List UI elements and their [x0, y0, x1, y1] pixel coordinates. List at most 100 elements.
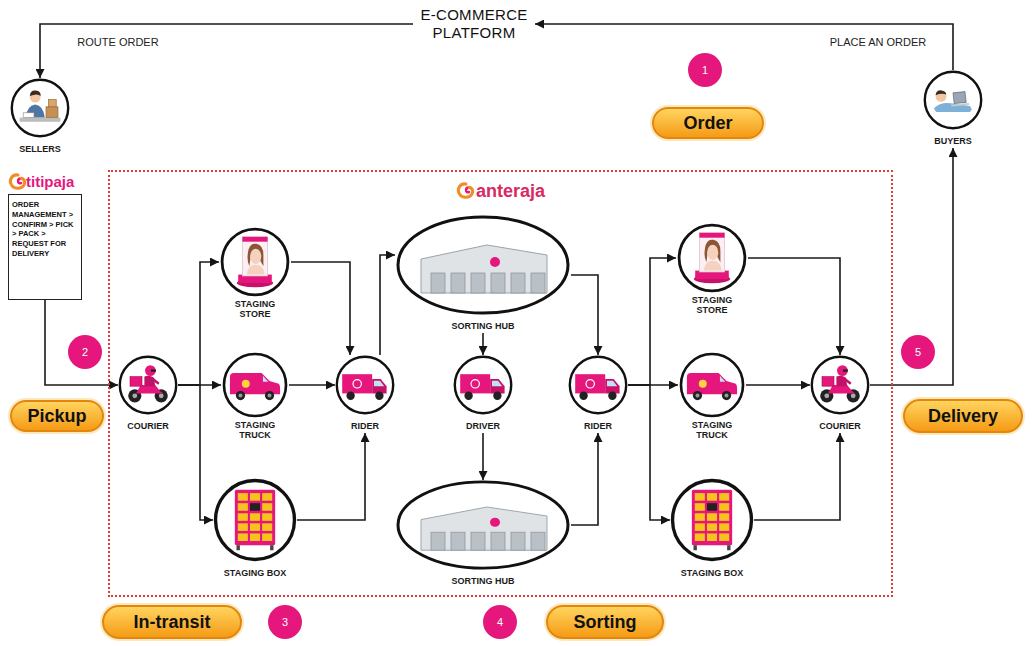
drawing-part [346, 392, 354, 400]
drawing-part [727, 545, 730, 550]
drawing-part [262, 493, 272, 501]
locker-picture [670, 478, 754, 562]
drawing-part [222, 229, 288, 295]
drawing-part [250, 533, 260, 541]
drawing-part [511, 273, 525, 293]
drawing-part [845, 379, 851, 384]
van-picture [222, 352, 288, 418]
drawing-part [120, 357, 176, 413]
drawing-part [12, 80, 68, 136]
drawing-part [837, 365, 848, 376]
drawing-part [812, 357, 868, 413]
drawing-part [695, 513, 705, 521]
hub-picture [395, 480, 571, 570]
drawing-part [145, 365, 156, 376]
drawing-part [337, 357, 393, 413]
drawing-part [491, 532, 505, 550]
drawing-part [707, 503, 717, 511]
store-picture [220, 227, 290, 297]
drawing-part [262, 513, 272, 521]
flow-arrow [535, 24, 953, 70]
drawing-part [153, 379, 159, 384]
node-label: BUYERS [934, 136, 972, 146]
step-label: Delivery [928, 406, 998, 426]
drawing-part [242, 380, 250, 388]
drawing-part [696, 394, 700, 398]
flow-arrow [571, 433, 598, 525]
drawing-part [238, 533, 248, 541]
node-label: RIDER [584, 421, 612, 431]
drawing-part [230, 373, 280, 394]
node-label: STAGING BOX [224, 568, 286, 578]
drawing-part [570, 357, 626, 413]
drawing-part [242, 237, 267, 242]
drawing-part [471, 273, 485, 293]
staging-truck-circle: STAGING TRUCK [221, 352, 289, 442]
swirl-stroke [18, 179, 21, 183]
drawing-part [851, 393, 856, 398]
step-pill: Delivery [903, 399, 1023, 433]
logo-swirl [458, 184, 472, 197]
drawing-part [30, 91, 41, 96]
drawing-part [262, 523, 272, 531]
drawing-part [695, 533, 705, 541]
callout-badge: 1 [688, 53, 722, 87]
drawing-part [46, 107, 58, 118]
drawing-part [490, 257, 500, 267]
swirl-stroke [10, 175, 24, 188]
flow-arrow [178, 385, 213, 520]
drawing-part [694, 545, 697, 550]
courier-circle: COURIER [118, 355, 178, 433]
drawing-part [725, 394, 729, 398]
callout-badge: 5 [901, 335, 935, 369]
edge-label-box: PLACE AN ORDER [828, 32, 929, 50]
drawing-part [575, 374, 605, 393]
edge-label: PLACE AN ORDER [828, 36, 929, 49]
sorting-hub-ellipse: SORTING HUB [395, 480, 571, 588]
drawing-part [605, 379, 619, 393]
connectors [40, 24, 953, 525]
staging-store-circle: STAGING STORE [219, 227, 291, 321]
drawing-part [695, 493, 705, 501]
step-label: Pickup [27, 406, 86, 426]
drawing-part [265, 391, 274, 400]
drawing-part [687, 373, 737, 394]
order-management-node: titipajaORDER MANAGEMENT > CONFIRM > PIC… [8, 172, 82, 300]
swirl-stroke [466, 188, 469, 192]
flow-arrow [754, 433, 840, 520]
drawing-part [707, 533, 717, 541]
drawing-part [490, 518, 500, 527]
callout-badge: 2 [68, 335, 102, 369]
courier-picture [810, 355, 870, 415]
drawing-part [722, 391, 731, 400]
drawing-part [248, 244, 264, 267]
drawing-part [608, 392, 616, 400]
drawing-part [262, 533, 272, 541]
flow-arrow [748, 258, 840, 355]
node-label: STAGING TRUCK [221, 420, 289, 441]
drawing-part [719, 523, 729, 531]
drawing-part [464, 392, 472, 400]
node-label: STAGING STORE [219, 299, 291, 320]
drawing-part [693, 391, 702, 400]
drawing-part [707, 523, 717, 531]
drawing-part [421, 245, 547, 293]
drawing-part [398, 482, 568, 568]
step-label: In-transit [133, 612, 210, 632]
drawing-part [490, 379, 504, 393]
drawing-part [353, 380, 361, 388]
drawing-part [268, 394, 272, 398]
brand-logo-text: titipaja [8, 172, 82, 192]
flow-arrow [571, 275, 598, 355]
drawing-part [250, 513, 260, 521]
order-management-text: ORDER MANAGEMENT > CONFIRM > PICK > PACK… [8, 194, 82, 300]
callout-number: 5 [915, 346, 921, 358]
drawing-part [719, 493, 729, 501]
drawing-part [270, 545, 273, 550]
drawing-part [250, 503, 260, 511]
callout-number: 1 [702, 64, 708, 76]
drawing-part [699, 233, 724, 272]
drawing-part [695, 523, 705, 531]
truck-picture [335, 355, 395, 415]
edge-label: ROUTE ORDER [75, 36, 160, 49]
